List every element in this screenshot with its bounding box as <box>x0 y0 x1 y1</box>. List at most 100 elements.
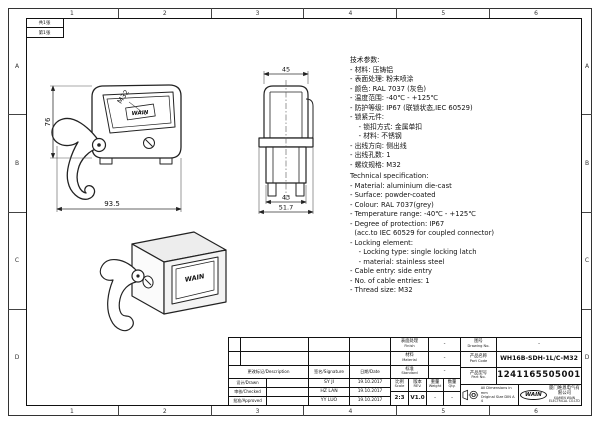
grid-label: 2 <box>117 8 211 18</box>
spec-line-cn: - 表面处理: 粉末喷涂 <box>350 75 414 83</box>
spec-line-cn: - 温度范围: -40℃ - +125℃ <box>350 94 439 102</box>
grid-label: 5 <box>396 8 489 18</box>
label-cn: 重量 <box>430 379 440 385</box>
label-en: Material <box>402 357 417 362</box>
spec-line-en: - Temperature range: -40℃ - +125℃ <box>350 210 476 218</box>
tb-drawn-label: 设计/Drawn <box>229 379 267 388</box>
tb-qty-value: - <box>444 392 461 405</box>
front-housing-outline <box>91 84 182 159</box>
spec-line-en: Technical specification: <box>350 172 429 180</box>
revision-cell <box>241 338 309 352</box>
spec-line-cn: - 出线方向: 侧出线 <box>350 141 407 150</box>
tb-note-cell: All Dimensions in mm Original Size DIN A… <box>461 385 519 405</box>
tb-material-label: 材料 Material <box>391 352 429 366</box>
spec-line-cn: - 材料: 压铸铝 <box>350 65 394 74</box>
tb-part-code-label: 产品名称 Part Code <box>461 352 497 368</box>
tb-drawn-date: 19.10.2017 <box>350 379 391 388</box>
side-view <box>258 80 314 200</box>
label-en: Qty. <box>448 384 456 389</box>
grid-label: 3 <box>210 8 304 18</box>
label-cn: 比例 <box>395 379 404 385</box>
note-line-2: Original Size DIN A 4 <box>480 395 515 404</box>
tb-standard-label: 标准 Standard <box>391 366 429 379</box>
spec-line-en: - Locking element: <box>350 238 414 247</box>
spec-line-en: - Locking type: single locking latch <box>350 248 477 256</box>
spec-line-cn: 技术参数: <box>350 56 380 64</box>
grid-label: 6 <box>489 406 582 416</box>
label-en: Drawing No. <box>467 343 490 348</box>
tb-part-no-label: 产品型号 Part No. <box>461 368 497 385</box>
grid-label: 2 <box>117 406 211 416</box>
grid-label: 1 <box>70 407 74 415</box>
dim-front-width: 93.5 <box>104 200 120 208</box>
revision-cell <box>309 338 350 352</box>
revision-cell <box>229 338 241 352</box>
spec-block: 技术参数:- 材料: 压铸铝- 表面处理: 粉末喷涂- 颜色: RAL 7037… <box>350 56 580 296</box>
grid-label: A <box>14 62 20 70</box>
sheet-corner-block: 共1张 第1张 <box>26 18 64 38</box>
spec-line-en: - Surface: powder-coated <box>350 191 436 199</box>
lever-pivot-center <box>97 143 101 147</box>
tb-standard-value: - <box>429 366 461 379</box>
tb-weight-label: 重量 Weight <box>427 379 444 392</box>
tb-finish-label: 表面处理 Finish <box>391 338 429 352</box>
label-en: Standard <box>401 371 418 376</box>
front-brand-text: WAIN <box>131 110 149 117</box>
grid-label: 6 <box>489 8 582 18</box>
company-name-cn: 厦门唯恩电气有限公司 <box>549 386 580 397</box>
tb-drawing-no-value: - <box>497 338 581 352</box>
grid-label: C <box>582 211 592 309</box>
spec-line-cn: - 锁扣方式: 金属单扣 <box>350 122 423 131</box>
label-cn: 版本 <box>413 379 422 385</box>
tb-checked-name: HZ LAN <box>309 388 350 397</box>
revision-cell <box>229 352 241 366</box>
label-en: Weight <box>428 384 442 389</box>
label-cn: 产品名称 <box>469 354 488 360</box>
company-name-en: XIAMEN WAIN ELECTRICAL CO.LTD <box>549 395 580 404</box>
spec-line-cn: - 材料: 不锈钢 <box>350 132 402 140</box>
grid-label: D <box>582 308 592 406</box>
grid-label: A <box>584 62 590 70</box>
grid-label: 4 <box>303 406 396 416</box>
title-block: 更改标记/Description 签名/Signature 日期/Date 设计… <box>228 337 582 406</box>
tb-finish-value: - <box>429 338 461 352</box>
spec-line-en: (acc.to IEC 60529 for coupled connector) <box>350 229 495 237</box>
tb-scale-label: 比例 Scale <box>391 379 409 392</box>
tb-drawn-desc <box>267 379 309 388</box>
tb-part-no-value: 1241165505001 <box>497 368 581 385</box>
spec-line-en: - Material: aluminium die-cast <box>350 181 452 190</box>
tb-weight-value: - <box>427 392 444 405</box>
label-en: Part Code <box>469 358 488 363</box>
revision-cell <box>350 338 391 352</box>
grid-label: B <box>582 114 592 211</box>
projection-symbol-icon <box>462 389 479 401</box>
grid-label: D <box>8 308 26 406</box>
dimension-note: All Dimensions in mm Original Size DIN A… <box>481 386 517 404</box>
note-line-1: All Dimensions in mm <box>480 386 512 395</box>
company-names: 厦门唯恩电气有限公司 XIAMEN WAIN ELECTRICAL CO.LTD <box>549 386 580 404</box>
spec-line-en: - Colour: RAL 7037(grey) <box>350 200 434 209</box>
spec-line-cn: - 防护等级: IP67 (联锁状态,IEC 60529) <box>350 103 473 112</box>
iso-window <box>171 256 219 305</box>
tb-approved-date: 19.10.2017 <box>350 397 391 405</box>
revision-cell <box>241 352 309 366</box>
grid-label: 4 <box>303 8 396 18</box>
iso-view: WAIN <box>99 231 227 332</box>
spec-line-cn: - 出线孔数: 1 <box>350 151 391 159</box>
grid-label: 1 <box>70 9 74 17</box>
iso-screw-slot <box>144 278 152 286</box>
label-en: REV. <box>413 384 422 389</box>
iso-lever-pivot-center <box>136 274 140 278</box>
label-cn: 图号 <box>474 339 483 345</box>
side-legs <box>267 183 305 197</box>
tb-approved-label: 批准/Approved <box>229 397 267 405</box>
grid-label: C <box>8 211 26 309</box>
front-screw-slot <box>145 139 153 147</box>
tb-checked-label: 审核/Checked <box>229 388 267 397</box>
iso-brand-text: WAIN <box>184 272 206 284</box>
label-en: Scale <box>394 384 405 389</box>
